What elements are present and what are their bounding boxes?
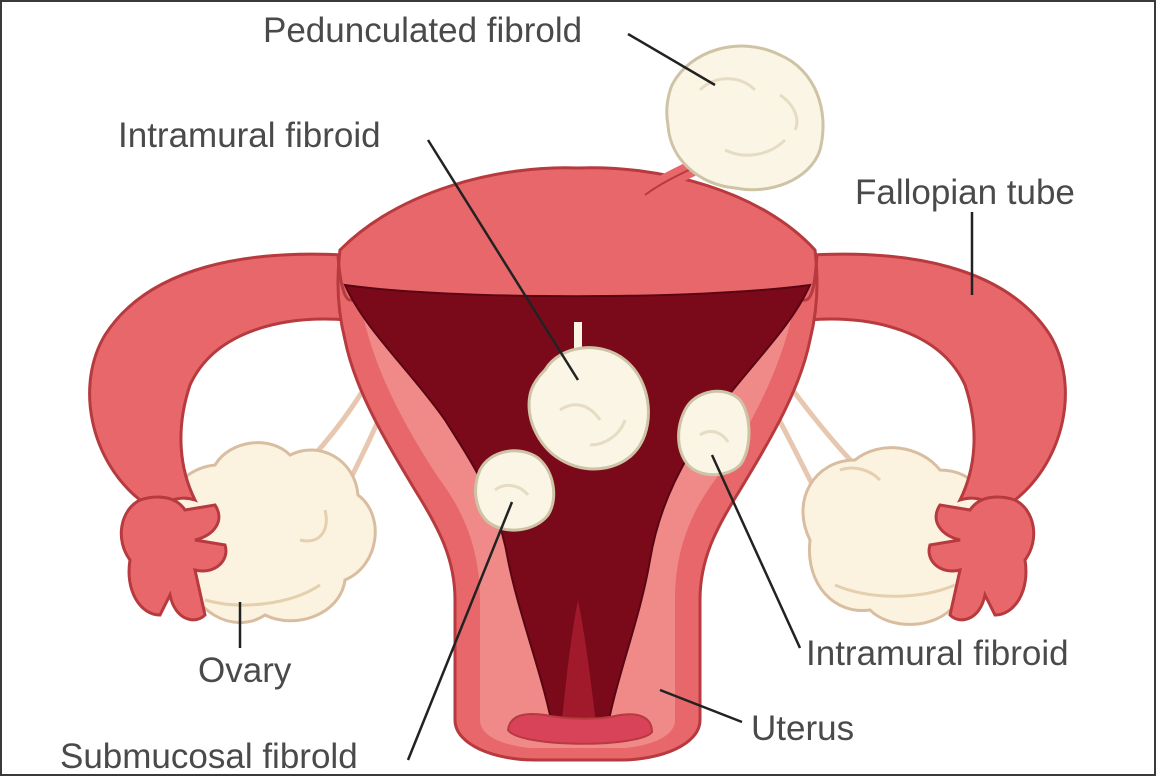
right-wall-fibroid — [679, 391, 749, 474]
leader-intramural-right — [712, 455, 800, 648]
label-pedunculated-fibroid: Pedunculated fibrold — [263, 11, 582, 50]
left-wall-fibroid — [476, 451, 554, 530]
pedunculated-fibroid — [645, 46, 823, 195]
central-fibroid — [529, 348, 648, 469]
label-submucosal-fibroid: Submucosal fibrold — [60, 737, 358, 776]
label-uterus: Uterus — [751, 709, 854, 748]
label-intramural-fibroid-top: Intramural fibroid — [118, 116, 381, 155]
label-fallopian-tube: Fallopian tube — [855, 173, 1075, 212]
label-intramural-fibroid-right: Intramural fibroid — [806, 634, 1069, 673]
label-ovary: Ovary — [198, 651, 292, 690]
